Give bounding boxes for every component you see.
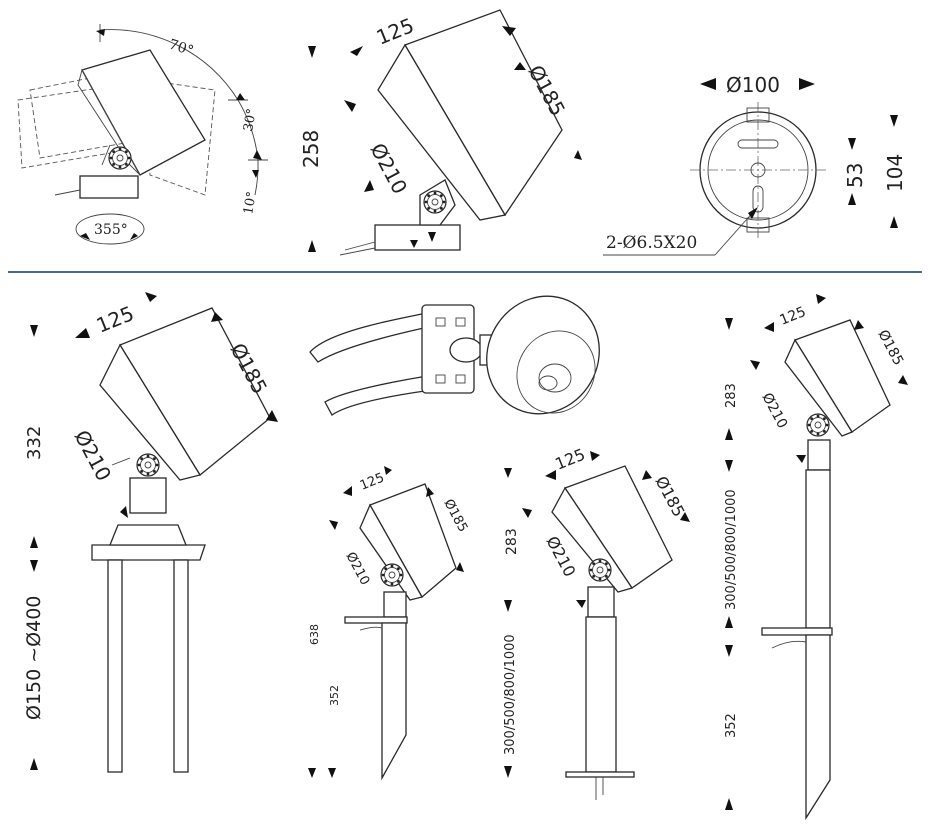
post-lens-label: Ø185	[651, 473, 688, 520]
short-spike-view: 125 Ø185 Ø210 638 352	[308, 466, 470, 781]
perspective-view	[309, 295, 600, 416]
post-body-label: Ø210	[542, 533, 579, 580]
post-spike-spike-label: 352	[724, 713, 739, 738]
post-spike-model-view: 125 Ø185 Ø210 283 300/500/800/1000 352	[724, 294, 908, 821]
side-height-label: 258	[299, 130, 323, 168]
post-head-label: 283	[504, 528, 520, 555]
post-spike-head-label: 283	[724, 383, 739, 408]
post-spike-lens-label: Ø185	[874, 327, 906, 368]
rotation-view: 70° 30° 10° 355°	[17, 24, 268, 245]
base-dia-label: Ø100	[726, 73, 780, 97]
short-lens-label: Ø185	[440, 497, 470, 535]
short-body-label: Ø210	[342, 550, 372, 588]
base-outer-label: 104	[883, 154, 907, 192]
post-length-label: 300/500/800/1000	[503, 634, 518, 755]
post-spike-width-label: 125	[778, 304, 809, 329]
post-model-view: 125 Ø185 Ø210 283 300/500/800/1000	[503, 445, 690, 800]
tilt-angle-label: 70°	[167, 37, 196, 60]
flange-height-label: 332	[24, 426, 45, 460]
post-width-label: 125	[552, 445, 587, 474]
base-holes-label: 2-Ø6.5X20	[606, 233, 697, 253]
up-angle-label: 30°	[241, 107, 260, 132]
short-spike-label: 352	[328, 685, 341, 706]
pan-angle-label: 355°	[94, 222, 128, 238]
base-plan-view: Ø100 53 104 2-Ø6.5X20	[603, 73, 907, 256]
flange-width-label: 125	[93, 301, 137, 338]
side-view: 125 Ø185 Ø210 258	[299, 9, 582, 256]
flange-model-view: 125 Ø185 Ø210 332 Ø150 ~Ø400	[23, 292, 278, 773]
short-total-label: 638	[308, 624, 321, 645]
base-inner-label: 53	[843, 163, 867, 188]
post-spike-body-label: Ø210	[758, 390, 790, 431]
flange-body-label: Ø210	[70, 426, 117, 485]
flange-range-label: Ø150 ~Ø400	[23, 596, 45, 720]
post-spike-post-label: 300/500/800/1000	[724, 489, 739, 610]
down-angle-label: 10°	[241, 190, 260, 215]
short-width-label: 125	[358, 471, 387, 494]
